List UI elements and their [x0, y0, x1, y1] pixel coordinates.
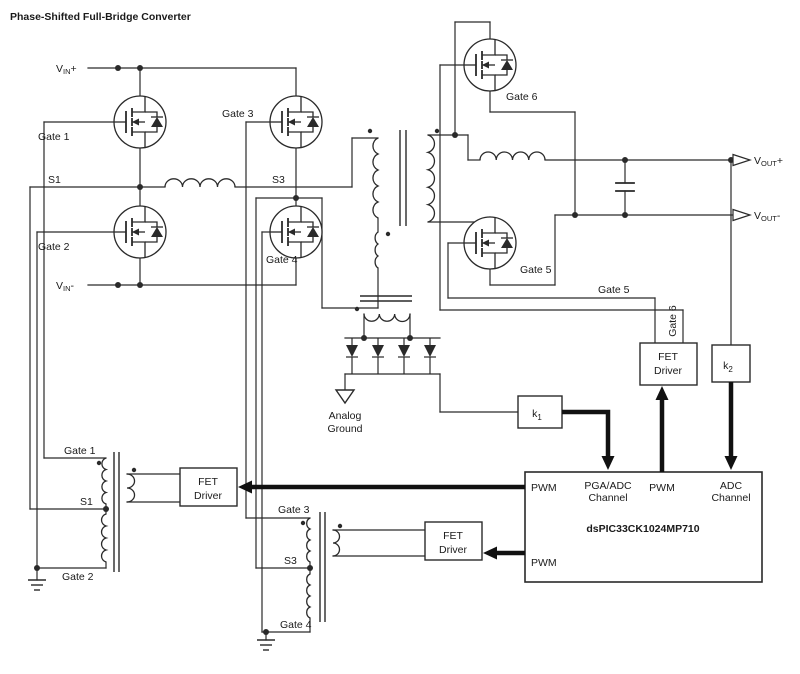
diode [398, 338, 410, 374]
gate2-label: Gate 2 [38, 241, 70, 253]
analog-ground-line1: Analog [329, 410, 362, 422]
vin-plus-label: VIN+ [56, 63, 77, 76]
gdt2-s3-label: S3 [284, 555, 297, 567]
vout-plus-terminal-icon [732, 153, 752, 167]
output-inductor [479, 151, 546, 161]
gate4-label: Gate 4 [266, 254, 298, 266]
gdt2-winding-gate3 [306, 517, 312, 563]
fet-driver3-line2: Driver [654, 365, 683, 377]
gate5-label: Gate 5 [520, 264, 552, 276]
mcu-pin-pwm2: PWM [649, 482, 675, 494]
main-transformer-primary [372, 137, 380, 219]
page-title: Phase-Shifted Full-Bridge Converter [10, 11, 191, 23]
gate6-label: Gate 6 [506, 91, 538, 103]
gdt1-winding-driver [126, 473, 136, 503]
series-winding [374, 231, 380, 269]
mosfet-gate6 [463, 38, 517, 92]
mcu-pin-adc-line1: ADC [720, 480, 743, 492]
fet-driver2-line2: Driver [439, 544, 468, 556]
ground-symbols [28, 389, 356, 651]
diode [346, 338, 358, 374]
arrowhead [238, 480, 252, 494]
earth-ground-icon [257, 639, 275, 651]
gate6-net-label: Gate 6 [667, 305, 679, 337]
main-transformer-secondary [425, 134, 436, 223]
gate3-label: Gate 3 [222, 108, 254, 120]
gdt2-gate3-label: Gate 3 [278, 504, 310, 516]
fet-driver-box-3 [639, 342, 698, 386]
mosfet-gate3 [269, 95, 323, 149]
mcu-pin-pga-line2: Channel [588, 492, 627, 504]
k2-box [711, 344, 751, 383]
gate1-label: Gate 1 [38, 131, 70, 143]
fet-driver1-line1: FET [198, 476, 218, 488]
output-terminals [732, 153, 752, 222]
gdt2-winding-gate4 [306, 573, 312, 619]
earth-ground-icon [28, 579, 46, 591]
gate5-net-label: Gate 5 [598, 284, 630, 296]
k1-label: k1 [532, 408, 542, 422]
analog-ground-icon [334, 389, 356, 405]
fet-driver1-line2: Driver [194, 490, 223, 502]
analog-ground-line2: Ground [327, 423, 362, 435]
rectifier-diodes [346, 338, 436, 374]
gdt2-gate4-label: Gate 4 [280, 619, 312, 631]
arrowhead [655, 386, 669, 400]
s1-label: S1 [48, 174, 61, 186]
k2-label: k2 [723, 360, 733, 374]
transformer-cores [113, 130, 412, 622]
mcu-pin-pga-line1: PGA/ADC [584, 480, 632, 492]
gdt1-winding-gate2 [100, 513, 109, 563]
diode [372, 338, 384, 374]
series-inductor [164, 178, 236, 188]
mcu-pin-adc-line2: Channel [711, 492, 750, 504]
fet-driver3-line1: FET [658, 351, 678, 363]
gdt1-s1-label: S1 [80, 496, 93, 508]
s3-label: S3 [272, 174, 285, 186]
vin-minus-label: VIN- [56, 280, 75, 293]
current-transformer-secondary [363, 313, 411, 323]
arrowhead [724, 456, 738, 470]
mosfet-gate2 [113, 205, 167, 259]
winding-phase-dots [96, 128, 440, 529]
diode [424, 338, 436, 374]
vout-minus-terminal-icon [732, 208, 752, 222]
mosfet-gate5 [463, 216, 517, 270]
block-boxes [179, 342, 763, 583]
arrowhead [601, 456, 615, 470]
gdt1-winding-gate1 [101, 457, 109, 505]
fet-driver-box-1 [179, 467, 238, 507]
k1-box [517, 395, 563, 429]
vout-plus-label: VOUT+ [754, 155, 783, 168]
mosfet-gate1 [113, 95, 167, 149]
k1-arrow-to-pga [562, 409, 611, 459]
mcu-box [524, 471, 763, 583]
mosfet-gate4 [269, 205, 323, 259]
fet-driver-box-2 [424, 521, 483, 561]
gdt1-gate1-label: Gate 1 [64, 445, 96, 457]
gdt1-gate2-label: Gate 2 [62, 571, 94, 583]
vout-minus-label: VOUT- [754, 210, 781, 223]
gdt2-winding-driver [332, 529, 341, 557]
signal-arrows [238, 382, 738, 560]
mcu-pin-pwm1: PWM [531, 482, 557, 494]
mcu-part-number: dsPIC33CK1024MP710 [586, 523, 699, 535]
mcu-pin-pwm3: PWM [531, 557, 557, 569]
inductor-coils [100, 134, 546, 619]
arrowhead [483, 546, 497, 560]
fet-driver2-line1: FET [443, 530, 463, 542]
junction-dots [34, 65, 734, 635]
